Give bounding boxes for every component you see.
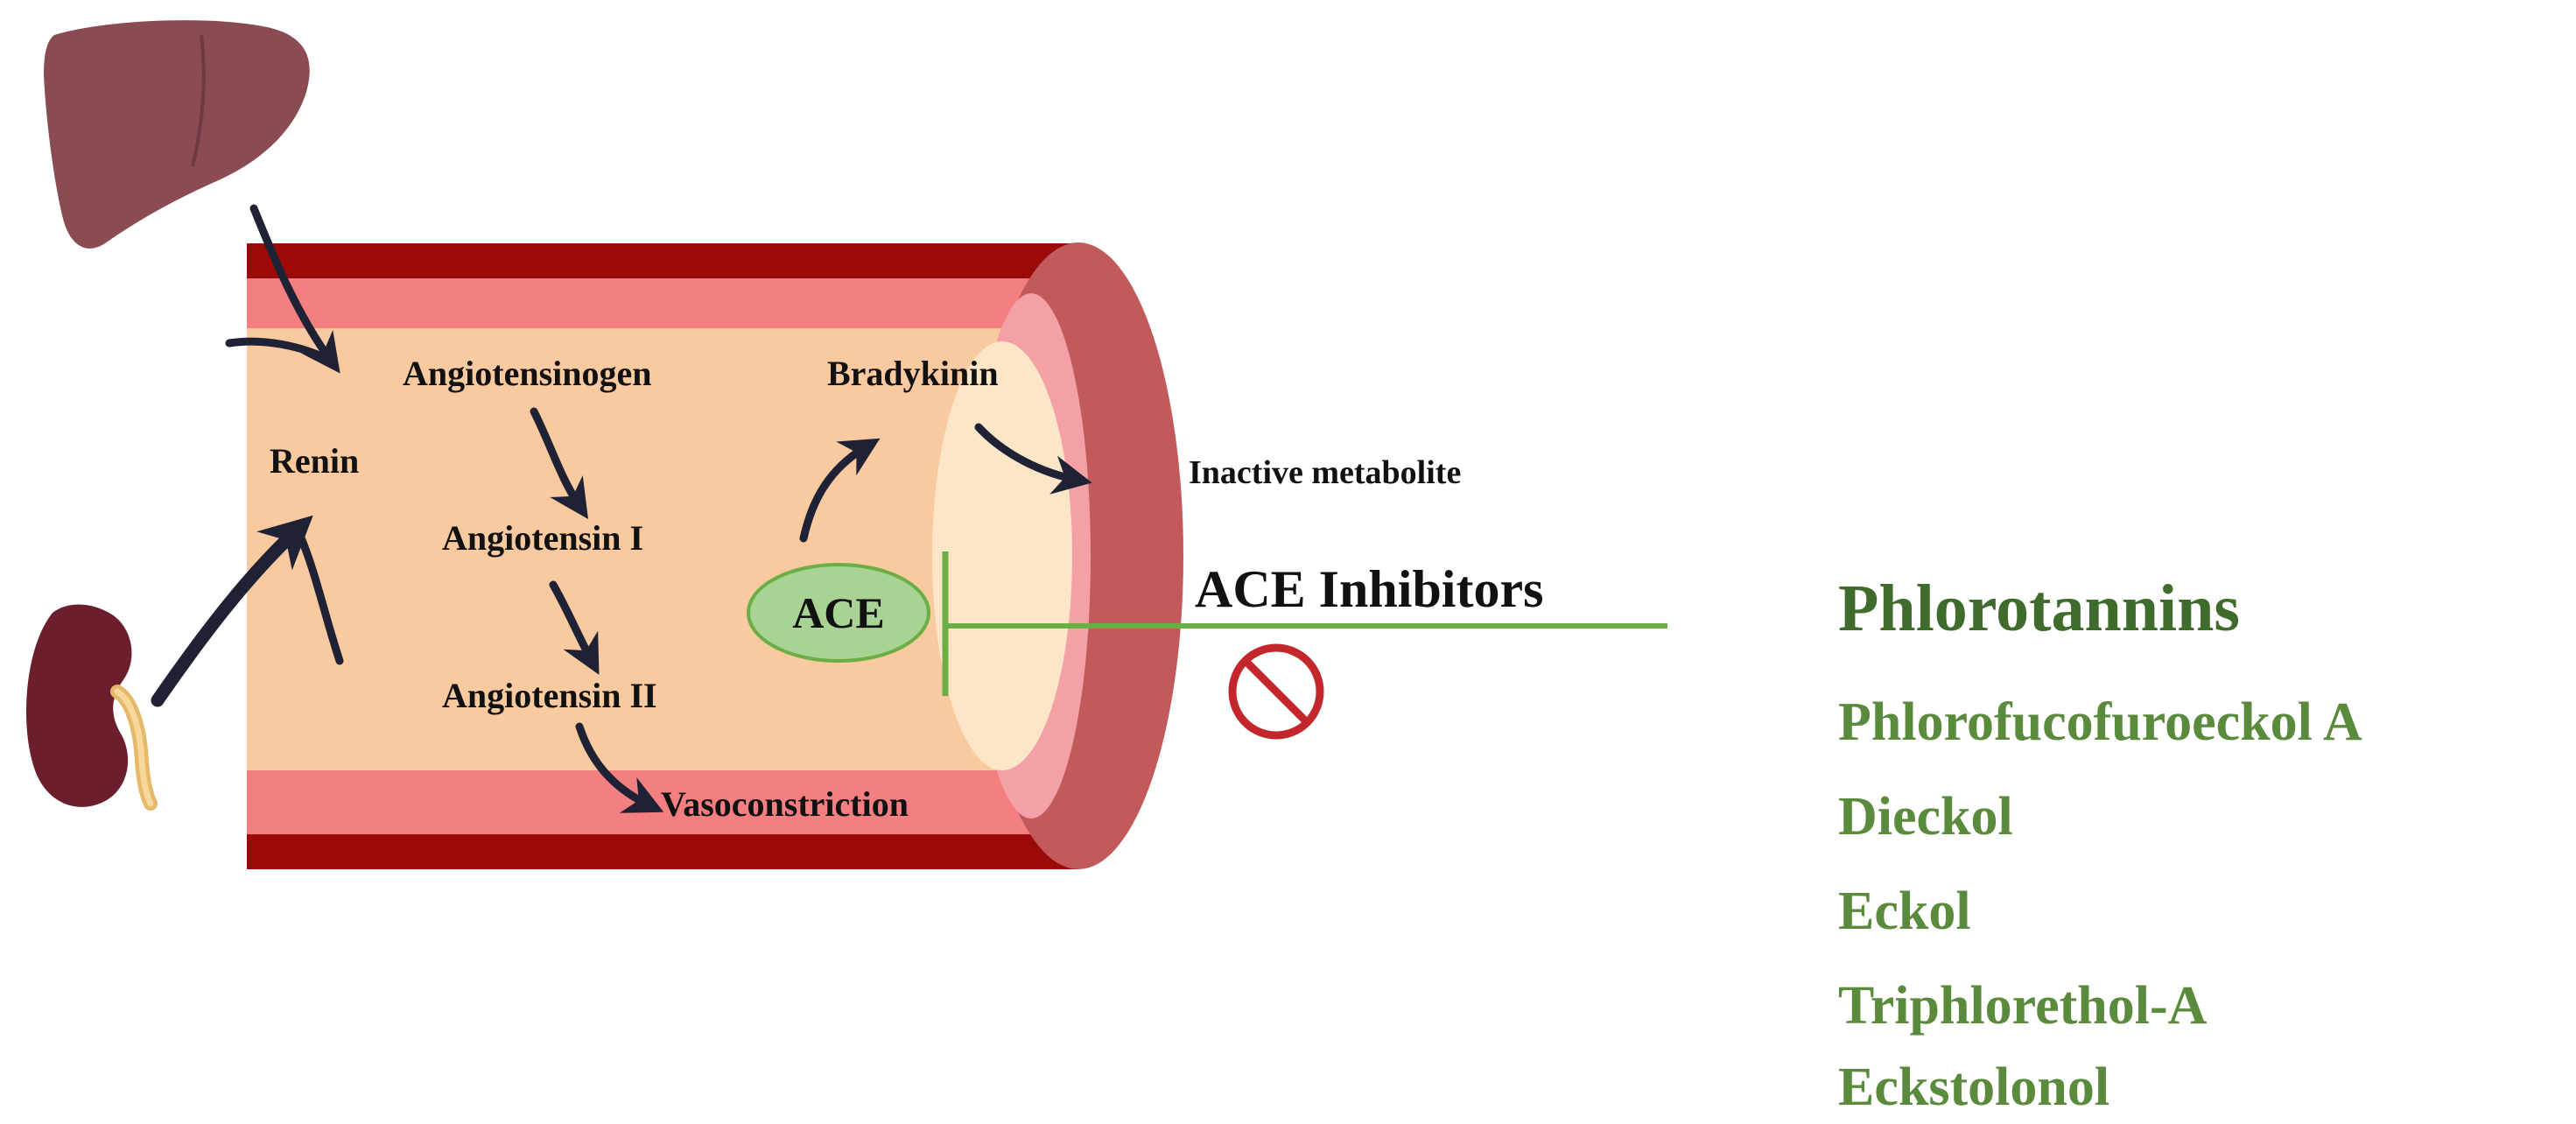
blood-vessel [247,242,1183,869]
liver-icon [44,20,310,249]
compound-item: Triphlorethol-A [1838,976,2207,1036]
compound-item: Phlorofucofuroeckol A [1838,692,2362,752]
angiotensin-2-label: Angiotensin II [442,676,657,715]
renin-exit-arrow [293,525,344,665]
renin-entry-arrow-top [225,337,335,365]
prohibition-icon [1228,643,1324,740]
compound-item: Dieckol [1838,787,2013,847]
kidney-icon [25,604,158,811]
bradykinin-to-inactive-metabolite-arrow [974,423,1092,495]
phlorotannins-heading: Phlorotannins [1838,572,2240,645]
angiotensin-1-label: Angiotensin I [442,518,643,558]
angiotensinogen-label: Angiotensinogen [403,354,652,393]
kidney-to-renin-arrow [151,515,313,707]
angiotensin1-to-angiotensin2-arrow [549,580,600,675]
vessel-opening-lumen [932,341,1072,770]
bradykinin-label: Bradykinin [827,354,999,393]
phlorotannins-list: Phlorotannins Phlorofucofuroeckol A Diec… [1838,572,2362,1117]
ace-to-bradykinin-arrow [799,438,881,543]
compound-item: Eckstolonol [1838,1057,2109,1117]
ace-label: ACE [792,588,885,637]
vasoconstriction-label: Vasoconstriction [661,784,909,824]
liver-to-vessel-arrow [249,204,340,374]
angiotensin2-to-vasoconstriction-arrow [575,722,664,813]
ace-inhibition-symbol [942,551,1667,696]
renin-label: Renin [270,441,359,481]
compound-item: Eckol [1838,882,1971,941]
angiotensinogen-to-angiotensin1-arrow [530,407,588,519]
ace-inhibitors-label: ACE Inhibitors [1195,560,1543,618]
ace-enzyme: ACE [747,563,930,663]
ace-ellipse [747,563,930,663]
inactive-metabolite-label: Inactive metabolite [1189,454,1461,491]
